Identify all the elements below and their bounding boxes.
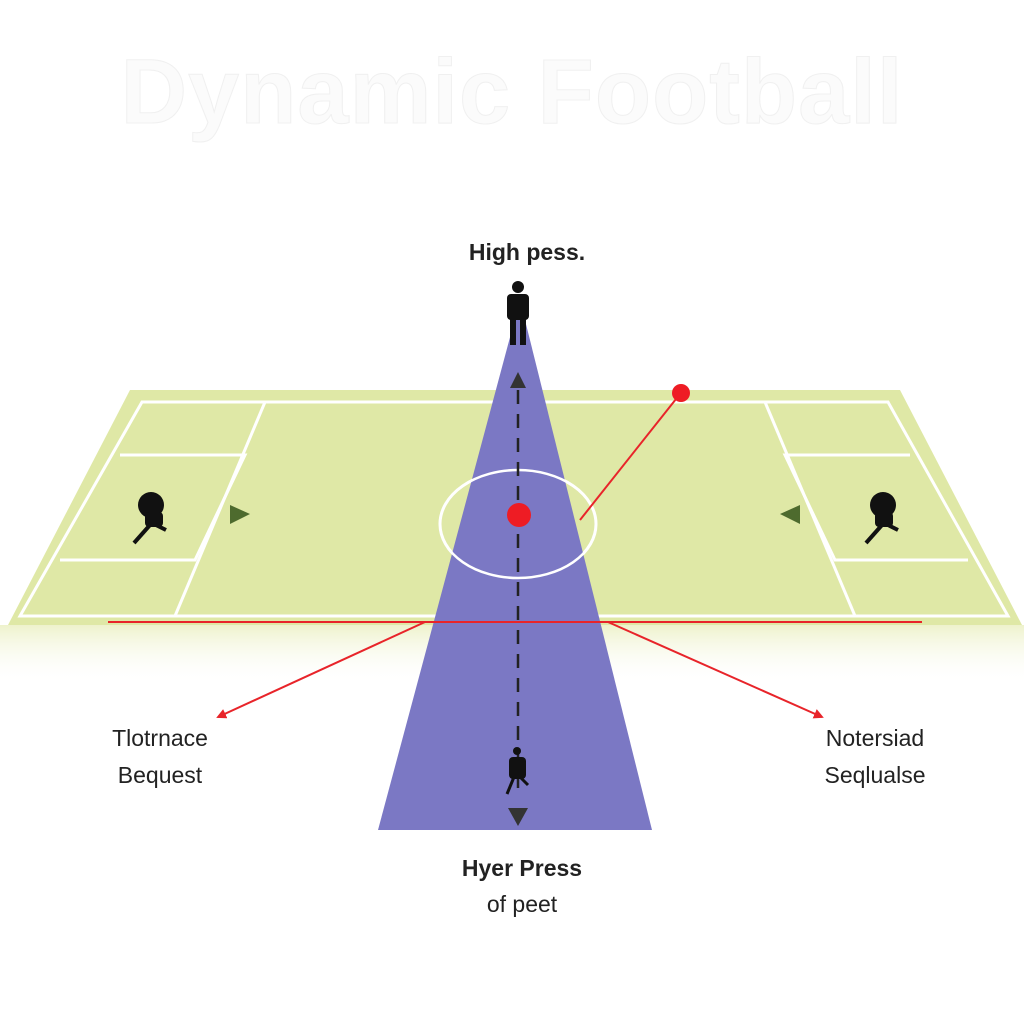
player-icon-bottom <box>505 747 530 795</box>
triangle-marker-right <box>780 505 800 524</box>
left-label: Tlotrnace Bequest <box>60 720 260 794</box>
arrow-down-icon <box>508 808 528 826</box>
bottom-label-line2: of peet <box>486 891 558 917</box>
press-zone <box>378 300 652 830</box>
ball <box>507 503 531 527</box>
title-watermark: Dynamic Football <box>120 41 904 144</box>
player-icon-left <box>132 492 167 545</box>
right-label: Notersiad Seqlualse <box>775 720 975 794</box>
triangle-marker-left <box>230 505 250 524</box>
player-icon-right <box>864 492 899 545</box>
left-label-line2: Bequest <box>117 762 203 788</box>
ball-target <box>672 384 690 402</box>
pass-arrow-right <box>607 621 824 719</box>
bottom-label-line1: Hyer Press <box>461 855 583 881</box>
right-label-line2: Seqlualse <box>824 762 926 788</box>
top-label: High pess. <box>468 239 586 265</box>
arrow-up-icon <box>510 372 526 388</box>
player-icon-top <box>507 281 529 345</box>
pass-line <box>579 393 681 521</box>
left-label-line1: Tlotrnace <box>112 725 208 751</box>
bottom-label: Hyer Press of peet <box>400 850 644 922</box>
right-label-line1: Notersiad <box>825 725 925 751</box>
pass-arrow-left <box>216 621 426 719</box>
